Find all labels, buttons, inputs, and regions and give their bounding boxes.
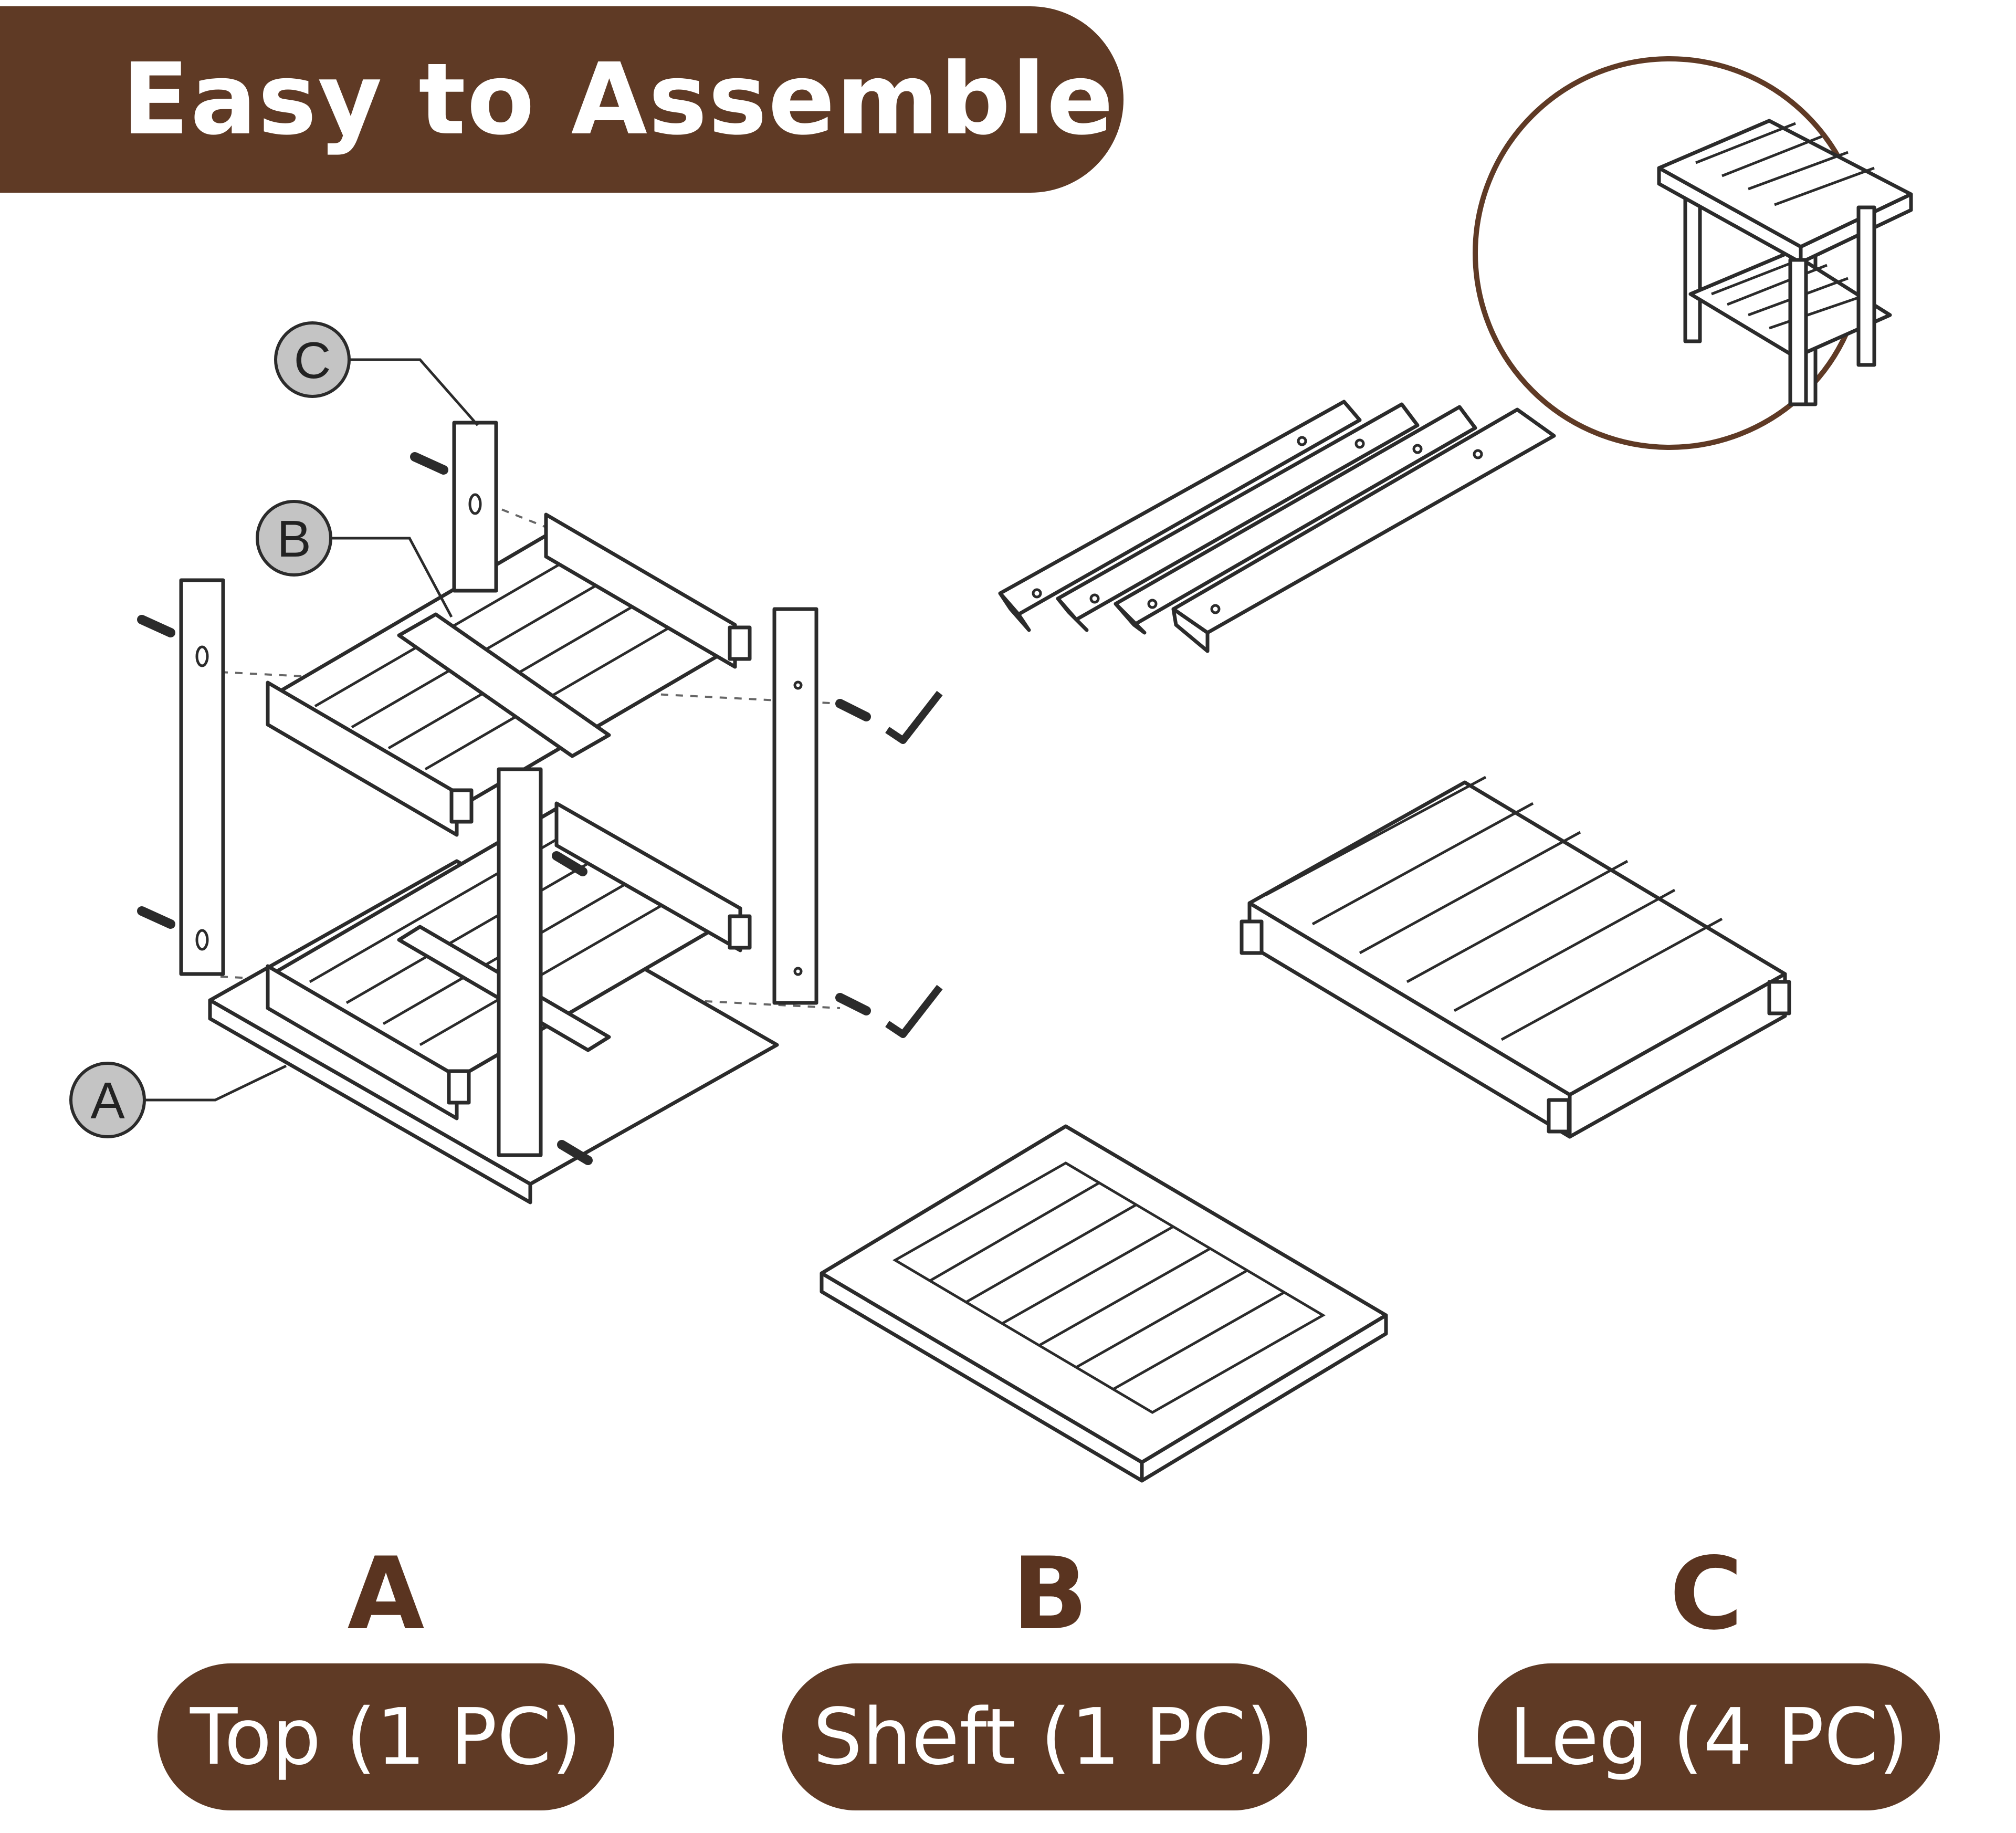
leg-back xyxy=(452,421,498,593)
shelf-part xyxy=(1240,776,1791,1139)
part-letter-a: A xyxy=(347,1536,425,1652)
title-banner: Easy to Assemble xyxy=(0,6,1124,193)
svg-text:A: A xyxy=(90,1072,125,1129)
leg-left xyxy=(179,578,225,976)
screws xyxy=(137,452,871,1165)
callout-b: B xyxy=(256,500,332,577)
allen-key-icon xyxy=(885,690,943,744)
svg-text:C: C xyxy=(294,331,331,389)
part-label-shelf: Sheft (1 PC) xyxy=(782,1663,1307,1810)
part-letter-b: B xyxy=(1012,1536,1088,1652)
part-label-leg: Leg (4 PC) xyxy=(1478,1663,1940,1810)
part-label-top: Top (1 PC) xyxy=(158,1663,614,1810)
exploded-assembly: C B A xyxy=(69,321,943,1204)
part-letter-c: C xyxy=(1670,1536,1743,1652)
allen-key-icon xyxy=(885,984,943,1038)
top-part xyxy=(820,1124,1388,1483)
callout-c: C xyxy=(274,321,351,398)
leg-right xyxy=(772,607,818,1005)
svg-text:B: B xyxy=(277,510,311,568)
loose-slats xyxy=(998,400,1556,653)
page-title: Easy to Assemble xyxy=(122,42,1115,157)
assembled-table-preview xyxy=(1473,56,1913,450)
callout-a: A xyxy=(69,1062,146,1138)
leg-front xyxy=(497,767,543,1157)
